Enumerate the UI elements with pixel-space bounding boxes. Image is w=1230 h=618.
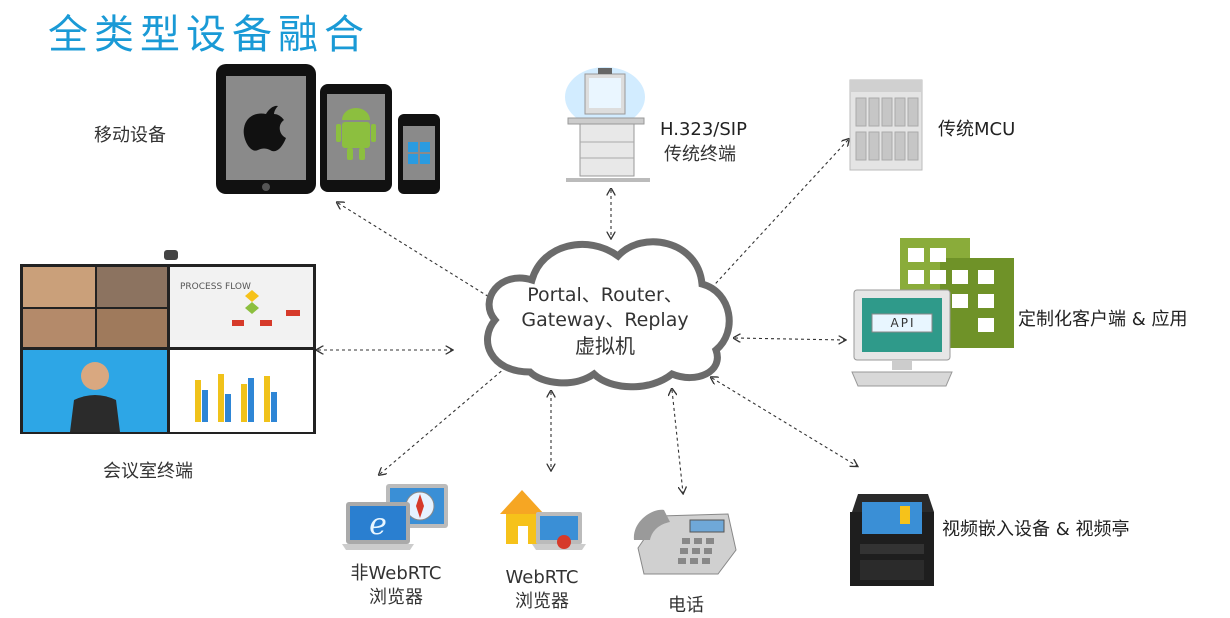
label-webrtc-line1: WebRTC bbox=[505, 567, 579, 588]
server-icon bbox=[849, 79, 923, 171]
video-cart-icon bbox=[565, 67, 650, 182]
label-kiosk: 视频嵌入设备 & 视频亭 bbox=[942, 519, 1130, 540]
label-mcu: 传统MCU bbox=[938, 119, 1016, 140]
label-h323-line2: 传统终端 bbox=[664, 144, 736, 165]
cloud-line-1: Portal、Router、 bbox=[527, 284, 683, 306]
label-h323-line1: H.323/SIP bbox=[660, 119, 747, 140]
label-phone: 电话 bbox=[668, 595, 704, 616]
label-nonwebrtc-line2: 浏览器 bbox=[369, 587, 423, 608]
link-kiosk bbox=[712, 378, 857, 466]
api-screen-text: API bbox=[890, 316, 916, 330]
phone-device-icon bbox=[398, 114, 440, 194]
page-title: 全类型设备融合 bbox=[48, 12, 370, 58]
label-mobile: 移动设备 bbox=[94, 125, 166, 146]
home-laptop-icon bbox=[500, 490, 586, 550]
link-phone bbox=[672, 390, 683, 493]
tablet-icon bbox=[216, 64, 316, 194]
api-monitor-icon bbox=[851, 289, 953, 387]
mobile-devices-group bbox=[216, 64, 440, 194]
link-custom bbox=[735, 338, 845, 340]
video-wall-icon bbox=[20, 250, 316, 434]
cloud-icon bbox=[484, 238, 733, 391]
kiosk-icon bbox=[850, 494, 934, 586]
cloud-line-3: 虚拟机 bbox=[575, 334, 635, 358]
label-meeting-room: 会议室终端 bbox=[103, 461, 193, 482]
label-webrtc-line2: 浏览器 bbox=[515, 591, 569, 612]
custom-client-group bbox=[851, 238, 1014, 387]
laptop-browser-icon: e bbox=[342, 484, 448, 550]
desk-phone-icon bbox=[633, 509, 737, 575]
link-mcu bbox=[705, 140, 848, 295]
label-custom: 定制化客户端 & 应用 bbox=[1018, 309, 1188, 330]
link-nonwebrtc bbox=[380, 357, 518, 474]
process-flow-text: PROCESS FLOW bbox=[180, 282, 251, 292]
cloud-line-2: Gateway、Replay bbox=[521, 309, 689, 331]
label-nonwebrtc-line1: 非WebRTC bbox=[350, 563, 442, 584]
svg-text:e: e bbox=[369, 507, 387, 542]
link-mobile bbox=[338, 203, 502, 305]
android-tablet-icon bbox=[320, 84, 392, 192]
